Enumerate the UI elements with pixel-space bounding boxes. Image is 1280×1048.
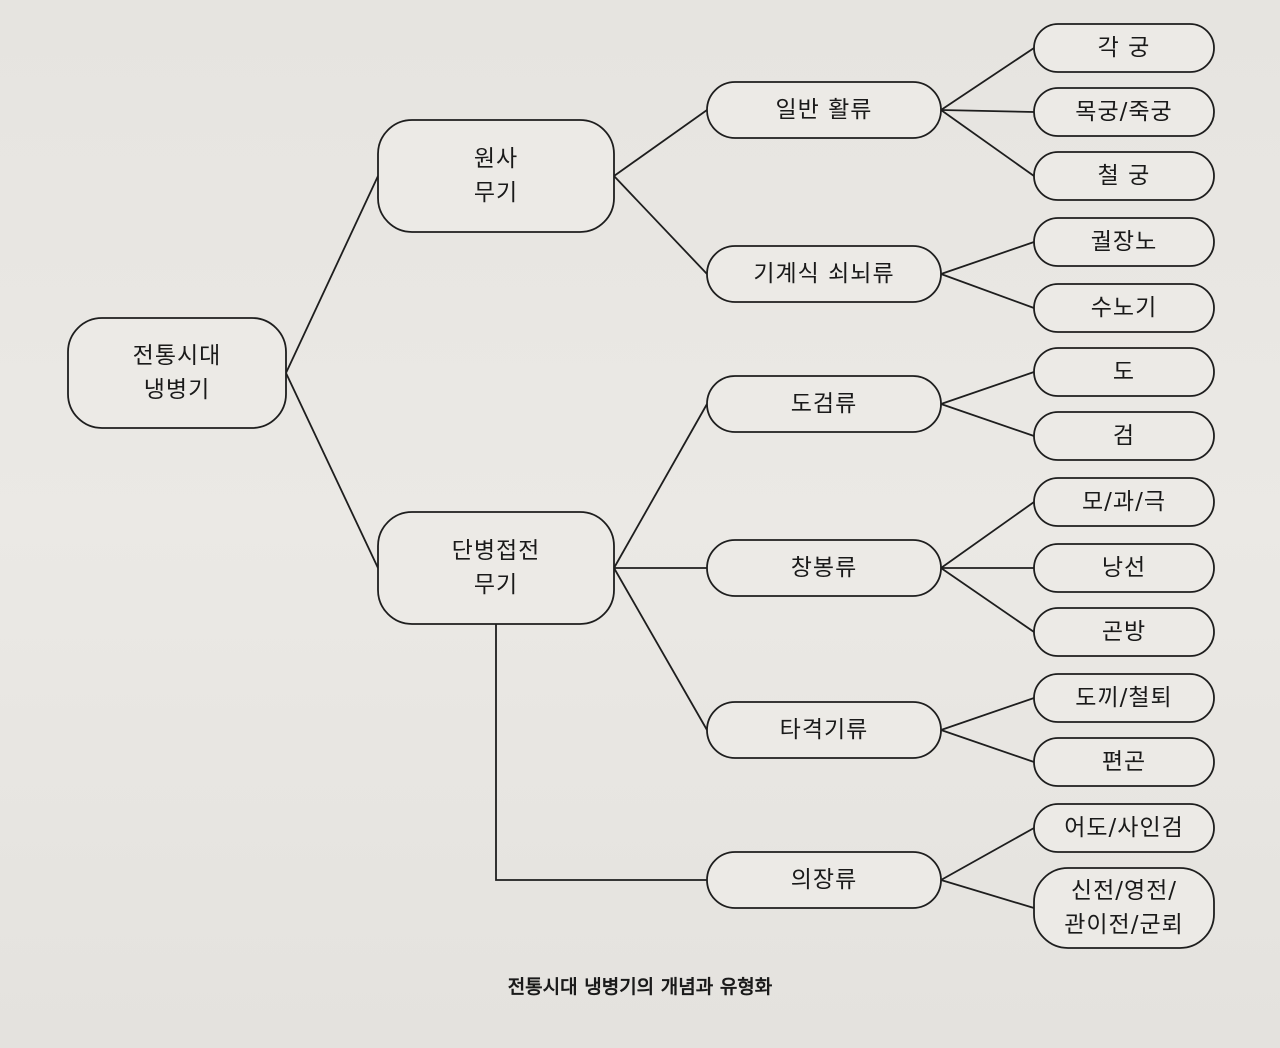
figure-caption: 전통시대 냉병기의 개념과 유형화: [507, 976, 773, 998]
node-gweoljang: 궐장노: [1033, 217, 1215, 267]
node-crossbow: 기계식 쇠뇌류: [706, 245, 942, 303]
node-box-sinjeon: [1033, 867, 1215, 949]
connector-spear-mogwageuk: [940, 501, 1035, 569]
connector-bow-cheolgung: [940, 109, 1035, 177]
node-label-gakgung-0: 각 궁: [1098, 35, 1151, 61]
node-label-do-0: 도: [1113, 359, 1135, 385]
node-label-ranged-1: 무기: [474, 180, 518, 206]
connector-sword-do: [940, 371, 1035, 405]
node-label-crossbow-0: 기계식 쇠뇌류: [753, 261, 894, 287]
node-label-sunogi-0: 수노기: [1091, 295, 1157, 321]
node-label-root-0: 전통시대: [133, 343, 222, 369]
node-box-gonbang: [1033, 607, 1215, 657]
node-box-melee: [377, 511, 615, 625]
connector-blunt-pyeongon: [940, 729, 1035, 763]
connector-ceremonial-sinjeon: [940, 879, 1035, 909]
connector-ranged-crossbow: [613, 175, 708, 275]
node-mogwageuk: 모/과/극: [1033, 477, 1215, 527]
node-bow: 일반 활류: [706, 81, 942, 139]
node-label-root-1: 냉병기: [144, 377, 210, 403]
node-box-gweoljang: [1033, 217, 1215, 267]
node-sinjeon: 신전/영전/관이전/군뢰: [1033, 867, 1215, 949]
node-label-spear-0: 창봉류: [791, 555, 857, 581]
connector-melee-blunt: [613, 567, 708, 731]
node-label-gweoljang-0: 궐장노: [1091, 229, 1157, 255]
node-gonbang: 곤방: [1033, 607, 1215, 657]
node-box-pyeongon: [1033, 737, 1215, 787]
node-box-crossbow: [706, 245, 942, 303]
connector-bow-gakgung: [940, 47, 1035, 111]
connector-ceremonial-eodo: [940, 827, 1035, 881]
node-nangseon: 낭선: [1033, 543, 1215, 593]
connector-sword-geom: [940, 403, 1035, 437]
node-geom: 검: [1033, 411, 1215, 461]
connector-root-melee: [285, 372, 379, 569]
node-sword: 도검류: [706, 375, 942, 433]
node-box-mogwageuk: [1033, 477, 1215, 527]
node-do: 도: [1033, 347, 1215, 397]
node-label-sinjeon-0: 신전/영전/: [1071, 878, 1177, 904]
node-box-geom: [1033, 411, 1215, 461]
node-label-ceremonial-0: 의장류: [791, 867, 857, 893]
node-box-sword: [706, 375, 942, 433]
node-label-bow-0: 일반 활류: [776, 97, 873, 123]
node-eodo: 어도/사인검: [1033, 803, 1215, 853]
node-spear: 창봉류: [706, 539, 942, 597]
node-box-do: [1033, 347, 1215, 397]
node-mokgung: 목궁/죽궁: [1033, 87, 1215, 137]
node-box-sunogi: [1033, 283, 1215, 333]
node-sunogi: 수노기: [1033, 283, 1215, 333]
connector-melee-ceremonial: [495, 624, 707, 881]
connector-ranged-bow: [613, 109, 708, 177]
node-box-root: [67, 317, 287, 429]
connector-crossbow-gweoljang: [940, 241, 1035, 275]
node-dokki: 도끼/철퇴: [1033, 673, 1215, 723]
node-label-melee-0: 단병접전: [452, 538, 541, 564]
node-box-spear: [706, 539, 942, 597]
tree-connectors: [285, 47, 1035, 909]
node-box-bow: [706, 81, 942, 139]
connector-blunt-dokki: [940, 697, 1035, 731]
node-box-mokgung: [1033, 87, 1215, 137]
node-label-dokki-0: 도끼/철퇴: [1075, 685, 1172, 711]
node-box-nangseon: [1033, 543, 1215, 593]
node-box-ceremonial: [706, 851, 942, 909]
node-box-ranged: [377, 119, 615, 233]
node-blunt: 타격기류: [706, 701, 942, 759]
node-box-eodo: [1033, 803, 1215, 853]
node-label-melee-1: 무기: [474, 572, 518, 598]
node-label-gonbang-0: 곤방: [1102, 619, 1146, 645]
node-label-nangseon-0: 낭선: [1102, 555, 1146, 581]
node-label-mokgung-0: 목궁/죽궁: [1075, 99, 1172, 125]
node-label-sword-0: 도검류: [791, 391, 857, 417]
node-label-eodo-0: 어도/사인검: [1064, 815, 1184, 841]
node-label-geom-0: 검: [1113, 423, 1135, 449]
node-label-ranged-0: 원사: [474, 146, 518, 172]
node-label-sinjeon-1: 관이전/군뢰: [1064, 912, 1184, 938]
node-box-dokki: [1033, 673, 1215, 723]
node-pyeongon: 편곤: [1033, 737, 1215, 787]
node-ceremonial: 의장류: [706, 851, 942, 909]
connector-crossbow-sunogi: [940, 273, 1035, 309]
node-gakgung: 각 궁: [1033, 23, 1215, 73]
node-box-gakgung: [1033, 23, 1215, 73]
node-cheolgung: 철 궁: [1033, 151, 1215, 201]
node-label-blunt-0: 타격기류: [780, 717, 869, 743]
connector-melee-sword: [613, 403, 708, 569]
node-box-cheolgung: [1033, 151, 1215, 201]
connector-bow-mokgung: [940, 109, 1035, 113]
node-label-cheolgung-0: 철 궁: [1098, 163, 1151, 189]
connector-spear-gonbang: [940, 567, 1035, 633]
node-label-pyeongon-0: 편곤: [1102, 749, 1146, 775]
node-box-blunt: [706, 701, 942, 759]
node-label-mogwageuk-0: 모/과/극: [1082, 489, 1166, 515]
connector-root-ranged: [285, 175, 379, 374]
